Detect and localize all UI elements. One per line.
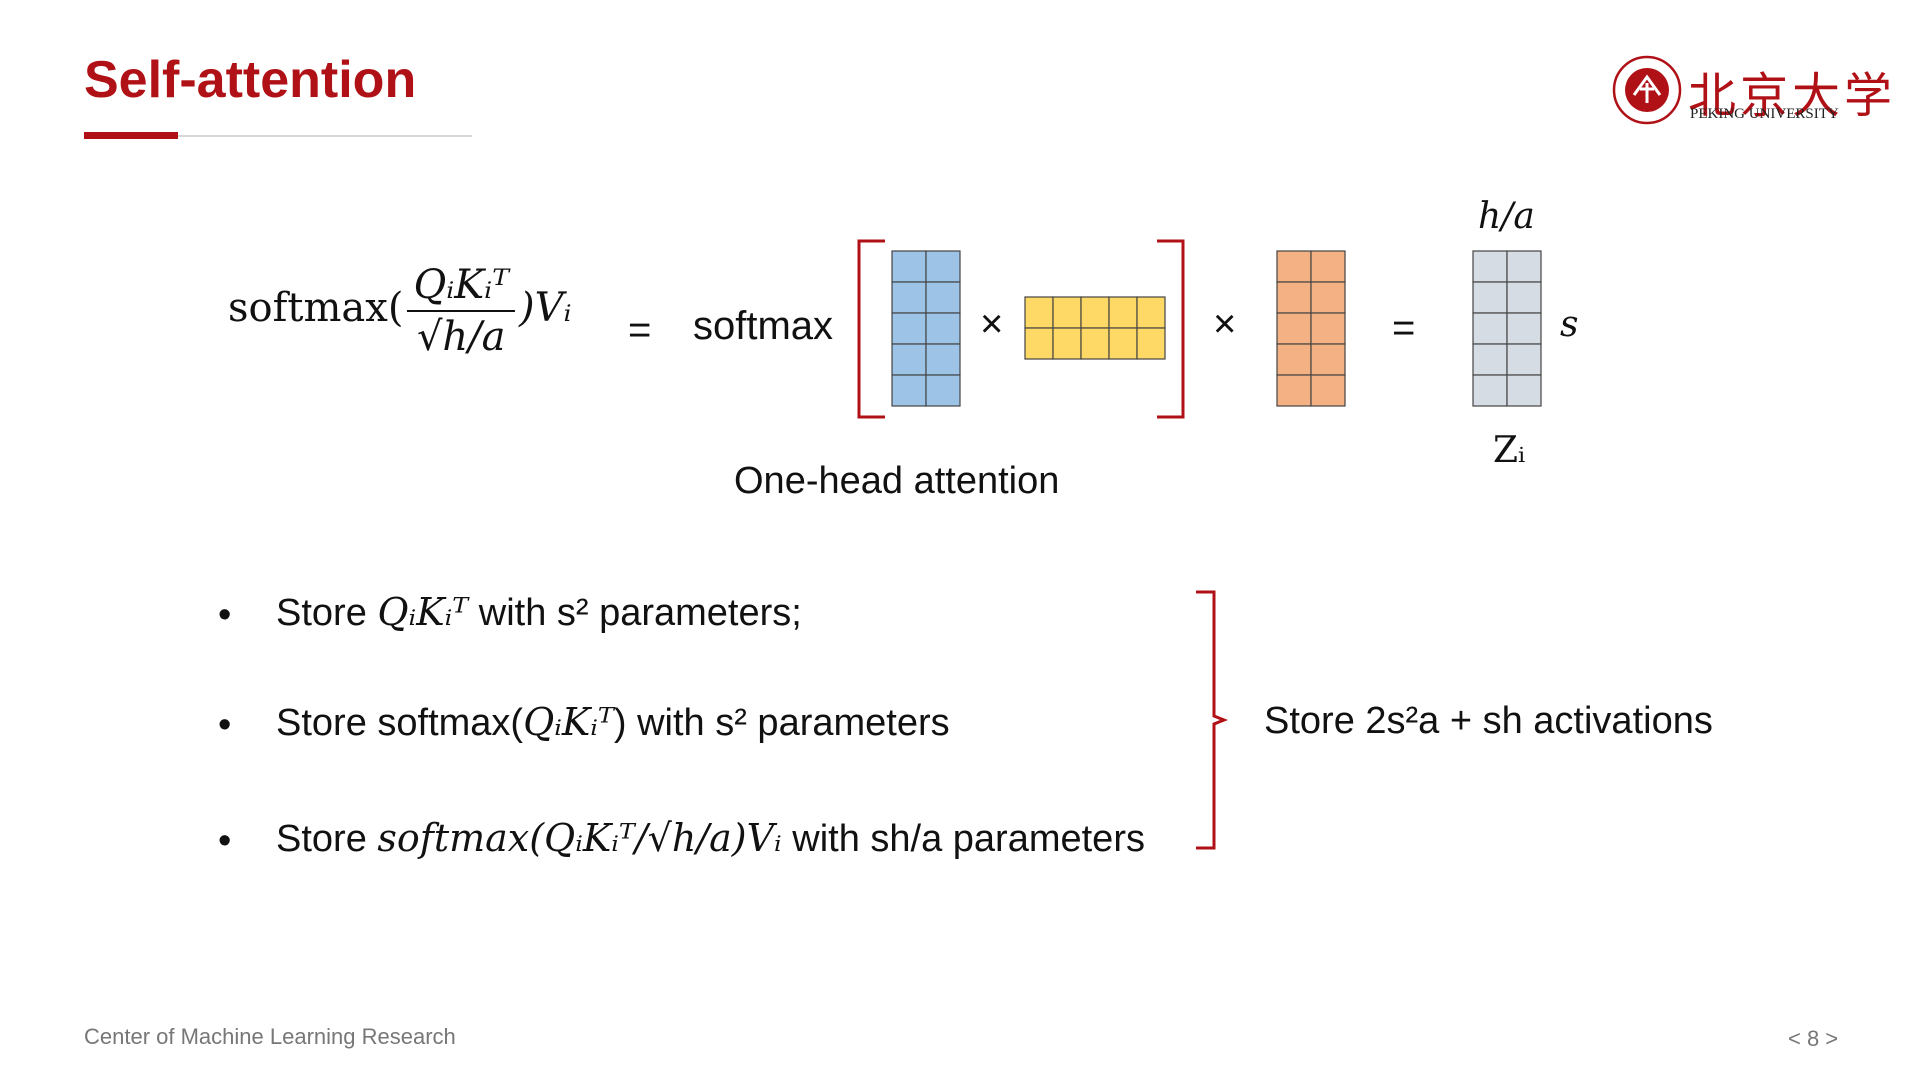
- slide-title: Self-attention: [84, 51, 417, 109]
- key-matrix-cell: [1136, 296, 1166, 329]
- bullet-2-math: QᵢKᵢᵀ: [523, 700, 614, 744]
- grouping-brace: [1196, 590, 1229, 850]
- value-matrix-cell: [1310, 281, 1346, 314]
- formula-softmax: softmax(: [228, 285, 404, 331]
- key-matrix-cell: [1136, 327, 1166, 360]
- output-matrix-cell: [1506, 312, 1542, 345]
- bullet-dot-1: •: [218, 594, 232, 636]
- query-matrix: [891, 250, 961, 407]
- bullet-line-1: Store QᵢKᵢᵀ with s² parameters;: [276, 590, 802, 635]
- query-matrix-cell: [891, 343, 927, 376]
- value-matrix-cell: [1276, 281, 1312, 314]
- formula-fraction: QᵢKᵢᵀ√h/a: [407, 262, 516, 360]
- right-bracket: [1157, 239, 1185, 419]
- bullet-3-suffix: with sh/a parameters: [781, 818, 1145, 860]
- bullet-line-3: Store softmax(QᵢKᵢᵀ/√h/a)Vᵢ with sh/a pa…: [276, 816, 1145, 861]
- logo-chinese-text: 北京大学: [1688, 68, 1897, 124]
- value-matrix-cell: [1310, 312, 1346, 345]
- output-matrix-cell: [1472, 281, 1508, 314]
- times-sign-2: ×: [1213, 302, 1237, 346]
- activation-summary: Store 2s²a + sh activations: [1264, 700, 1713, 742]
- bullet-dot-2: •: [218, 704, 232, 746]
- title-accent-bar: [84, 132, 178, 139]
- key-transpose-matrix: [1024, 296, 1166, 360]
- value-matrix-cell: [1276, 374, 1312, 407]
- key-matrix-cell: [1080, 296, 1110, 329]
- query-matrix-cell: [891, 312, 927, 345]
- output-matrix-cell: [1472, 374, 1508, 407]
- formula-denominator: √h/a: [416, 314, 506, 360]
- query-matrix-cell: [891, 250, 927, 283]
- bullet-3-prefix: Store: [276, 818, 378, 860]
- times-sign-1: ×: [980, 302, 1004, 346]
- query-matrix-cell: [891, 374, 927, 407]
- formula-tail: )Vᵢ: [519, 285, 572, 331]
- output-matrix-cell: [1472, 250, 1508, 283]
- value-matrix: [1276, 250, 1346, 407]
- bullet-1-suffix: with s² parameters;: [468, 592, 802, 634]
- bullet-1-math: QᵢKᵢᵀ: [377, 590, 469, 634]
- peking-university-seal-icon: [1612, 55, 1682, 125]
- key-matrix-cell: [1080, 327, 1110, 360]
- formula-numerator: QᵢKᵢᵀ: [407, 262, 516, 312]
- value-matrix-cell: [1310, 250, 1346, 283]
- value-matrix-cell: [1276, 343, 1312, 376]
- title-underline: [84, 135, 472, 137]
- softmax-word: softmax: [693, 304, 834, 348]
- key-matrix-cell: [1108, 296, 1138, 329]
- query-matrix-cell: [891, 281, 927, 314]
- key-matrix-cell: [1108, 327, 1138, 360]
- bullet-3-math: softmax(QᵢKᵢᵀ/√h/a)Vᵢ: [377, 816, 782, 860]
- bullet-2-suffix: ) with s² parameters: [613, 702, 950, 744]
- equals-sign-2: =: [1392, 306, 1416, 350]
- key-matrix-cell: [1052, 327, 1082, 360]
- query-matrix-cell: [925, 281, 961, 314]
- output-label: Zᵢ: [1493, 430, 1526, 471]
- one-head-caption: One-head attention: [734, 460, 1060, 502]
- value-matrix-cell: [1310, 374, 1346, 407]
- key-matrix-cell: [1024, 327, 1054, 360]
- query-matrix-cell: [925, 374, 961, 407]
- bullet-1-prefix: Store: [276, 592, 378, 634]
- attention-formula: softmax(QᵢKᵢᵀ√h/a)Vᵢ: [228, 262, 572, 360]
- output-matrix-cell: [1472, 343, 1508, 376]
- output-matrix: [1472, 250, 1542, 407]
- query-matrix-cell: [925, 250, 961, 283]
- dimension-label-side: s: [1560, 304, 1579, 345]
- bullet-line-2: Store softmax(QᵢKᵢᵀ) with s² parameters: [276, 700, 950, 745]
- output-matrix-cell: [1472, 312, 1508, 345]
- equals-sign: =: [628, 308, 652, 352]
- logo-english-text: PEKING UNIVERSITY: [1690, 106, 1839, 122]
- bullet-2-prefix: Store softmax(: [276, 702, 524, 744]
- attention-matrix-diagram: [857, 239, 1542, 419]
- dimension-label-top: h/a: [1478, 196, 1535, 237]
- key-matrix-cell: [1052, 296, 1082, 329]
- left-bracket: [857, 239, 885, 419]
- output-matrix-cell: [1506, 374, 1542, 407]
- query-matrix-cell: [925, 343, 961, 376]
- output-matrix-cell: [1506, 281, 1542, 314]
- query-matrix-cell: [925, 312, 961, 345]
- output-matrix-cell: [1506, 250, 1542, 283]
- value-matrix-cell: [1310, 343, 1346, 376]
- output-matrix-cell: [1506, 343, 1542, 376]
- page-number: < 8 >: [1788, 1026, 1839, 1051]
- key-matrix-cell: [1024, 296, 1054, 329]
- bullet-dot-3: •: [218, 820, 232, 862]
- footer-organization: Center of Machine Learning Research: [84, 1024, 456, 1049]
- value-matrix-cell: [1276, 312, 1312, 345]
- value-matrix-cell: [1276, 250, 1312, 283]
